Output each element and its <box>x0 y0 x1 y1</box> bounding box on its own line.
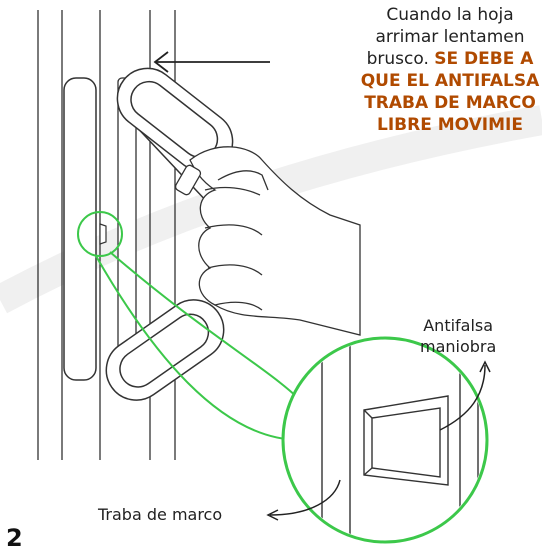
antifalsa-label-line-2: maniobra <box>420 337 497 356</box>
instruction-line-6: LIBRE MOVIMIE <box>377 115 523 135</box>
instruction-line-3-bold: SE DEBE A <box>434 49 534 69</box>
antifalsa-label-line-1: Antifalsa <box>423 316 494 335</box>
lower-handle <box>105 299 225 401</box>
hand-sketch <box>189 146 361 336</box>
arrow-left-icon <box>153 51 270 73</box>
antifalsa-part <box>174 164 202 196</box>
instruction-line-5: TRABA DE MARCO <box>364 93 536 113</box>
connector-upper <box>109 251 301 401</box>
zoom-detail <box>281 336 489 544</box>
door-leaf-panel <box>63 77 97 381</box>
traba-slot <box>99 223 107 245</box>
highlight-circle-small <box>77 211 123 257</box>
instruction-line-2: arrimar lentamen <box>375 27 525 47</box>
instruction-line-3-normal: brusco. <box>366 49 435 69</box>
connector-lower <box>95 255 301 441</box>
traba-label: Traba de marco <box>98 505 223 524</box>
arrow-pointer-icon <box>439 360 491 431</box>
traba-pointer-icon <box>266 479 341 521</box>
page-number: 2 <box>6 524 23 552</box>
instruction-line-3: brusco. SE DEBE A <box>300 48 542 70</box>
antifalsa-label: Antifalsa maniobra <box>420 315 496 357</box>
instruction-line-1: Cuando la hoja <box>386 5 514 25</box>
instruction-text: Cuando la hoja arrimar lentamen brusco. … <box>300 4 542 136</box>
instruction-line-4: QUE EL ANTIFALSA <box>360 71 540 91</box>
